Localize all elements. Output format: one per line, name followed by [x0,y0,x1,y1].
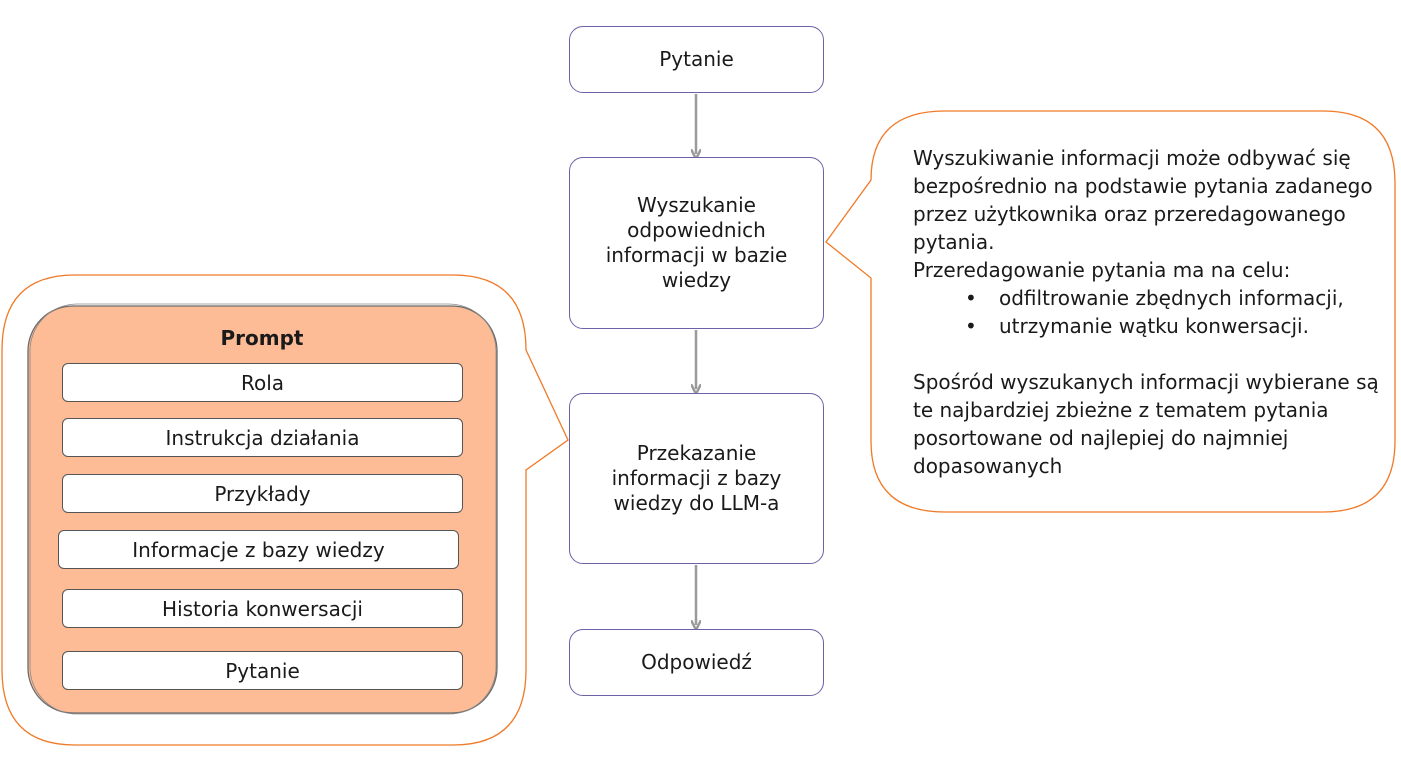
bullet-icon: • [965,314,977,338]
callout-bullet-list: • odfiltrowanie zbędnych informacji, • utr… [913,284,1383,340]
prompt-container-sketch [29,303,497,715]
callout-purpose: Przeredagowanie pytania ma na celu: [913,258,1291,282]
prompt-item-instructions: Instrukcja działania [62,418,463,457]
callout-selection: Spośród wyszukanych informacji wybierane… [913,370,1379,478]
callout-intro: Wyszukiwanie informacji może odbywać się… [913,146,1373,254]
callout-bullet-text: odfiltrowanie zbędnych informacji, [999,286,1344,310]
prompt-title: Prompt [220,326,304,350]
callout-bullet-text: utrzymanie wątku konwersacji. [999,314,1309,338]
flow-step-question: Pytanie [569,26,824,93]
flow-step-answer: Odpowiedź [569,629,824,696]
prompt-item-knowledge: Informacje z bazy wiedzy [58,530,459,569]
bullet-icon: • [965,286,977,310]
callout-text: Wyszukiwanie informacji może odbywać się… [913,144,1383,480]
flow-step-search: Wyszukanie odpowiednich informacji w baz… [569,157,824,329]
prompt-item-question: Pytanie [62,651,463,690]
callout-bullet-item: • utrzymanie wątku konwersacji. [913,312,1383,340]
prompt-item-role: Rola [62,363,463,402]
callout-bullet-item: • odfiltrowanie zbędnych informacji, [913,284,1383,312]
prompt-item-history: Historia konwersacji [62,589,463,628]
flow-step-pass-to-llm: Przekazanie informacji z bazy wiedzy do … [569,393,824,564]
right-callout-bubble [825,110,1396,513]
prompt-item-examples: Przykłady [62,474,463,513]
callout-spacer [913,340,1383,368]
